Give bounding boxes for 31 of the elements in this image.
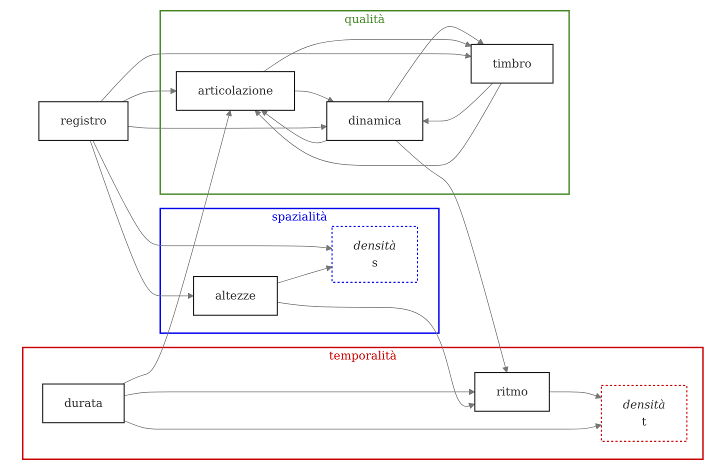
- cluster: [160, 10, 570, 195]
- node-box: [193, 276, 278, 316]
- arrow: [124, 420, 602, 430]
- arrow: [263, 39, 472, 72]
- arrow: [387, 26, 484, 102]
- arrow: [122, 110, 232, 384]
- arrow: [92, 140, 332, 251]
- node-box: [332, 226, 418, 283]
- arrow: [396, 140, 509, 373]
- node-box: [326, 101, 424, 141]
- arrow: [128, 124, 328, 130]
- arrow: [261, 110, 328, 144]
- arrow: [122, 88, 177, 102]
- arrow: [100, 52, 472, 102]
- node-box: [474, 372, 550, 412]
- node-box: [470, 44, 554, 84]
- arrow: [549, 392, 602, 399]
- arrow: [90, 140, 194, 300]
- node-box: [176, 71, 296, 111]
- node-box: [42, 383, 125, 424]
- node-box: [38, 101, 129, 141]
- arrow: [277, 302, 476, 409]
- cluster: [22, 346, 704, 460]
- arrow: [422, 82, 494, 124]
- arrow: [124, 388, 476, 396]
- arrow: [254, 82, 502, 166]
- cluster: [160, 208, 440, 334]
- node-box: [600, 384, 688, 442]
- concept-diagram: spazialità qualità temporalità ritmo durata densità t dinamica timbro articolazione altezze densità s registro: [17, 5, 709, 465]
- arrow: [277, 265, 332, 284]
- arrow: [294, 90, 334, 102]
